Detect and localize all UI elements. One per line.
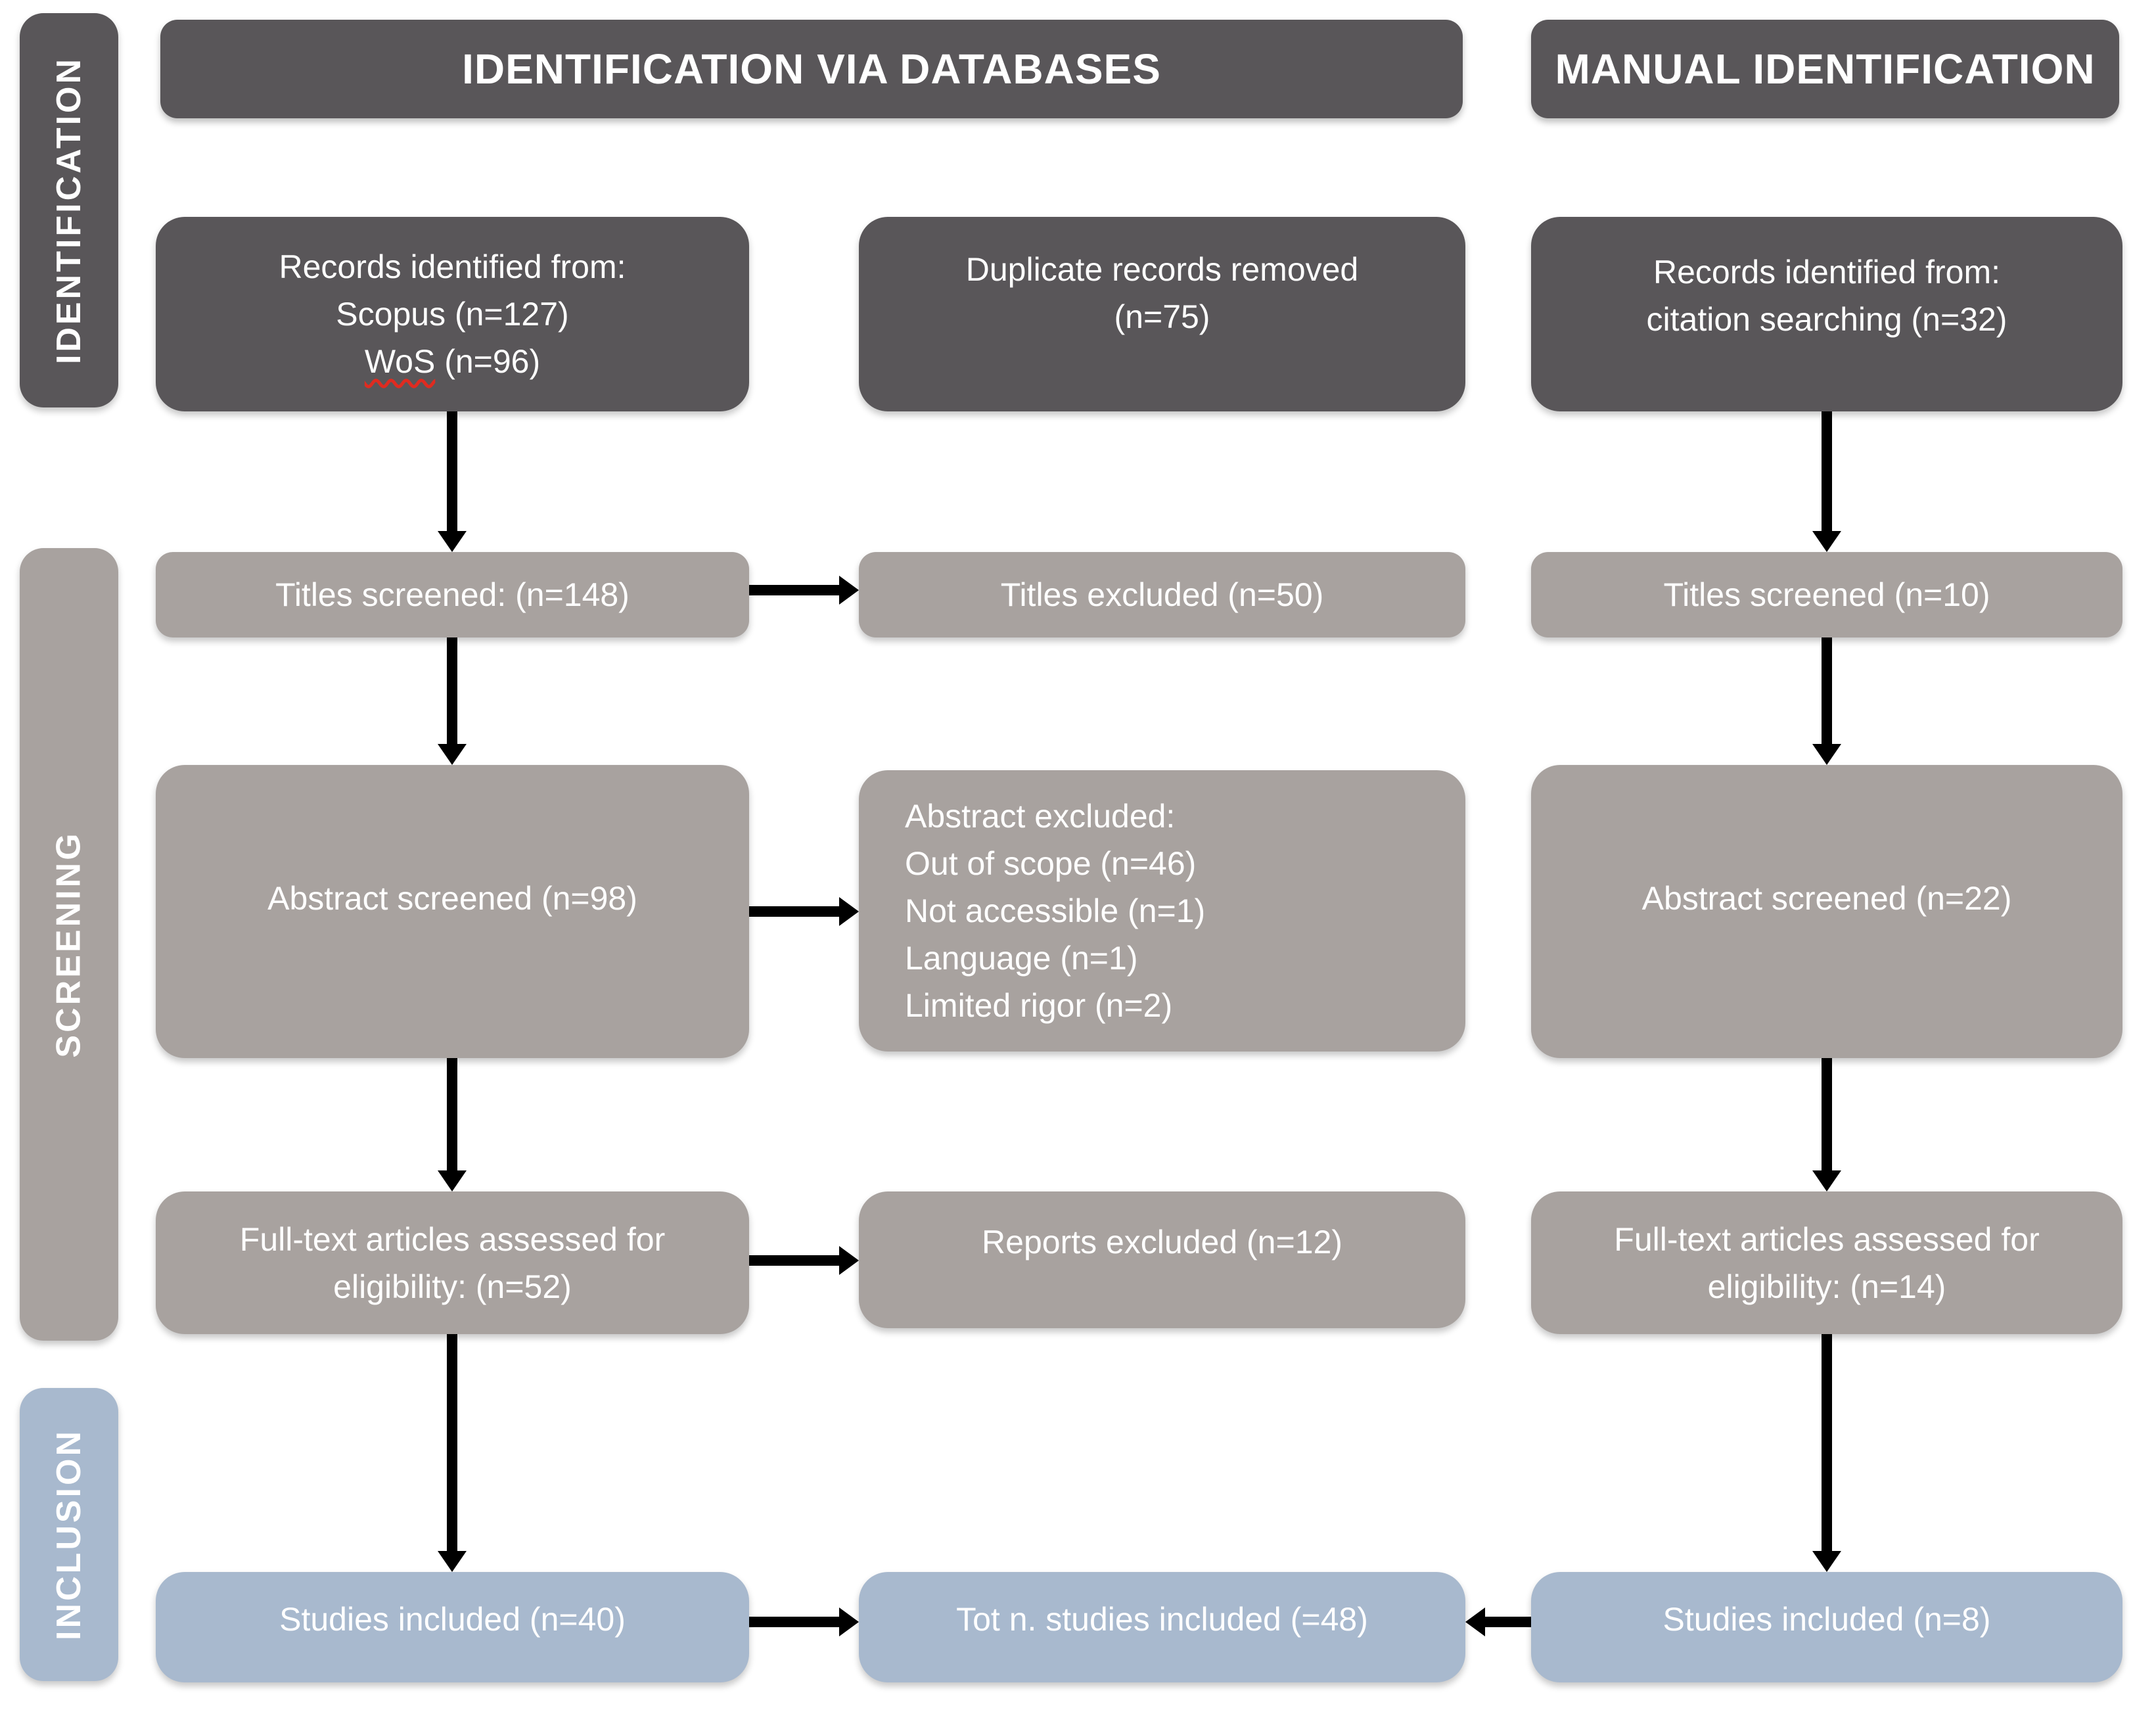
- arrow-shaft: [1822, 637, 1832, 745]
- sidebar-identification-label: IDENTIFICATION: [50, 56, 88, 365]
- down-arrow-fulltext-to-included-manual: [1812, 1334, 1841, 1572]
- down-arrow-titles-to-abstract-manual: [1812, 637, 1841, 765]
- arrow-head-icon: [1812, 1170, 1841, 1191]
- arrow-head-icon: [839, 1246, 859, 1275]
- arrow-shaft: [749, 1255, 840, 1266]
- arrow-shaft: [1822, 411, 1832, 532]
- down-arrow-fulltext-to-included-databases: [438, 1334, 467, 1572]
- arrow-shaft: [447, 1058, 457, 1172]
- box-studies-included-manual: Studies included (n=8): [1531, 1572, 2122, 1682]
- arrow-shaft: [447, 637, 457, 745]
- text-line: Records identified from:: [1653, 254, 2000, 290]
- arrow-shaft: [1822, 1058, 1832, 1172]
- header-label: IDENTIFICATION VIA DATABASES: [462, 45, 1161, 93]
- text-line: Titles screened: (n=148): [275, 576, 630, 613]
- header-label: MANUAL IDENTIFICATION: [1555, 45, 2096, 93]
- arrow-shaft: [749, 585, 840, 595]
- box-studies-included-total: Tot n. studies included (=48): [859, 1572, 1465, 1682]
- text-line: Tot n. studies included (=48): [956, 1601, 1368, 1638]
- right-arrow-titles-screened-to-excluded: [749, 576, 859, 605]
- text-line: Abstract excluded:: [905, 798, 1176, 835]
- arrow-shaft: [749, 1617, 840, 1627]
- arrow-head-icon: [438, 531, 467, 552]
- down-arrow-records-to-titles-manual: [1812, 411, 1841, 552]
- sidebar-inclusion: INCLUSION: [20, 1388, 118, 1681]
- box-records-identified-manual: Records identified from: citation search…: [1531, 217, 2122, 411]
- right-arrow-fulltext-to-reports-excluded: [749, 1246, 859, 1275]
- text-line: Scopus (n=127): [336, 296, 569, 333]
- arrow-head-icon: [1812, 531, 1841, 552]
- text-line: Full-text articles assessed for: [239, 1220, 666, 1258]
- text-line: (n=75): [1114, 298, 1210, 335]
- text-line: Studies included (n=8): [1663, 1601, 1991, 1638]
- arrow-head-icon: [839, 1607, 859, 1636]
- box-abstract-screened-databases: Abstract screened (n=98): [156, 765, 749, 1058]
- sidebar-screening: SCREENING: [20, 548, 118, 1341]
- right-arrow-included-db-to-total: [749, 1607, 859, 1636]
- text-line-rest: (n=96): [435, 343, 541, 380]
- box-reports-excluded: Reports excluded (n=12): [859, 1191, 1465, 1328]
- arrow-shaft: [1822, 1334, 1832, 1552]
- box-abstract-screened-manual: Abstract screened (n=22): [1531, 765, 2122, 1058]
- arrow-shaft: [1484, 1617, 1531, 1627]
- box-studies-included-databases: Studies included (n=40): [156, 1572, 749, 1682]
- arrow-head-icon: [839, 897, 859, 926]
- arrow-head-icon: [1812, 1551, 1841, 1572]
- text-line: Not accessible (n=1): [905, 892, 1206, 929]
- arrow-shaft: [749, 906, 840, 917]
- text-line: Titles excluded (n=50): [1000, 576, 1324, 613]
- box-abstract-excluded: Abstract excluded: Out of scope (n=46) N…: [859, 770, 1465, 1051]
- box-fulltext-assessed-databases: Full-text articles assessed for eligibil…: [156, 1191, 749, 1334]
- arrow-head-icon: [839, 576, 859, 605]
- right-arrow-abstract-to-excluded: [749, 897, 859, 926]
- box-duplicate-records-removed: Duplicate records removed (n=75): [859, 217, 1465, 411]
- arrow-head-icon: [438, 1170, 467, 1191]
- sidebar-inclusion-label: INCLUSION: [50, 1429, 88, 1640]
- misspelled-word: WoS: [364, 343, 436, 380]
- box-titles-excluded: Titles excluded (n=50): [859, 552, 1465, 637]
- text-line: Language (n=1): [905, 940, 1138, 977]
- text-line: citation searching (n=32): [1646, 301, 2007, 338]
- text-line: Limited rigor (n=2): [905, 987, 1173, 1024]
- header-identification-via-databases: IDENTIFICATION VIA DATABASES: [160, 20, 1463, 118]
- sidebar-identification: IDENTIFICATION: [20, 13, 118, 407]
- arrow-head-icon: [438, 1551, 467, 1572]
- text-line: Records identified from:: [279, 248, 626, 285]
- text-line: eligibility: (n=14): [1707, 1268, 1946, 1305]
- down-arrow-records-to-titles-databases: [438, 411, 467, 552]
- sidebar-screening-label: SCREENING: [50, 831, 88, 1058]
- text-line: Abstract screened (n=98): [267, 880, 637, 917]
- left-arrow-included-manual-to-total: [1465, 1607, 1531, 1636]
- text-line: Out of scope (n=46): [905, 845, 1197, 882]
- down-arrow-titles-to-abstract-databases: [438, 637, 467, 765]
- header-manual-identification: MANUAL IDENTIFICATION: [1531, 20, 2119, 118]
- arrow-head-icon: [438, 744, 467, 765]
- arrow-head-icon: [1465, 1607, 1485, 1636]
- box-titles-screened-databases: Titles screened: (n=148): [156, 552, 749, 637]
- arrow-head-icon: [1812, 744, 1841, 765]
- text-line: Titles screened (n=10): [1663, 576, 1990, 613]
- arrow-shaft: [447, 411, 457, 532]
- text-line: Duplicate records removed: [965, 251, 1359, 288]
- box-fulltext-assessed-manual: Full-text articles assessed for eligibil…: [1531, 1191, 2122, 1334]
- text-line: eligibility: (n=52): [333, 1268, 572, 1305]
- down-arrow-abstract-to-fulltext-databases: [438, 1058, 467, 1191]
- down-arrow-abstract-to-fulltext-manual: [1812, 1058, 1841, 1191]
- text-line: Full-text articles assessed for: [1614, 1220, 2040, 1258]
- text-line: Abstract screened (n=22): [1641, 880, 2012, 917]
- box-records-identified-databases: Records identified from: Scopus (n=127) …: [156, 217, 749, 411]
- text-line: WoS (n=96): [365, 338, 540, 385]
- text-line: Studies included (n=40): [279, 1601, 626, 1638]
- arrow-shaft: [447, 1334, 457, 1552]
- box-titles-screened-manual: Titles screened (n=10): [1531, 552, 2122, 637]
- text-line: Reports excluded (n=12): [982, 1223, 1342, 1260]
